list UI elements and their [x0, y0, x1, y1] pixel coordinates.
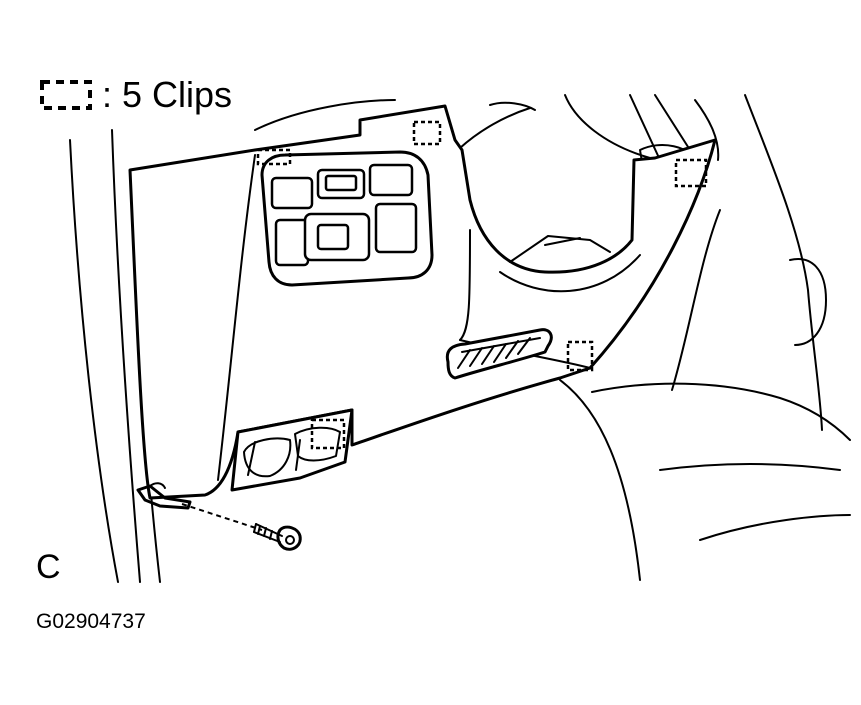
switch-center-face — [316, 223, 350, 251]
clip-markers — [256, 120, 708, 450]
switch-bezel — [260, 150, 434, 287]
dashboard-upper-edge — [254, 99, 536, 149]
switch-blank-2 — [368, 163, 414, 197]
bolt-bracket — [136, 482, 192, 510]
clip-legend: : 5 Clips — [40, 70, 232, 120]
figure-id: G02904737 — [36, 610, 146, 633]
view-label: C — [36, 548, 61, 586]
switch-top-center-inner — [324, 174, 358, 192]
bolt-screw — [181, 503, 302, 551]
clip-marker-2 — [412, 120, 442, 146]
hood-release-area — [230, 408, 354, 492]
panel-slot-vent — [445, 328, 553, 380]
switch-blank-3 — [274, 218, 310, 267]
switch-blank-1 — [270, 176, 314, 210]
dashed-clip-icon — [40, 80, 92, 110]
clip-marker-5 — [310, 418, 346, 450]
switch-blank-4 — [374, 202, 418, 254]
clip-legend-text: : 5 Clips — [102, 74, 233, 115]
clip-marker-3 — [674, 158, 708, 188]
clip-marker-1 — [256, 148, 292, 166]
center-console-contours — [559, 94, 851, 581]
clip-marker-4 — [566, 340, 594, 372]
